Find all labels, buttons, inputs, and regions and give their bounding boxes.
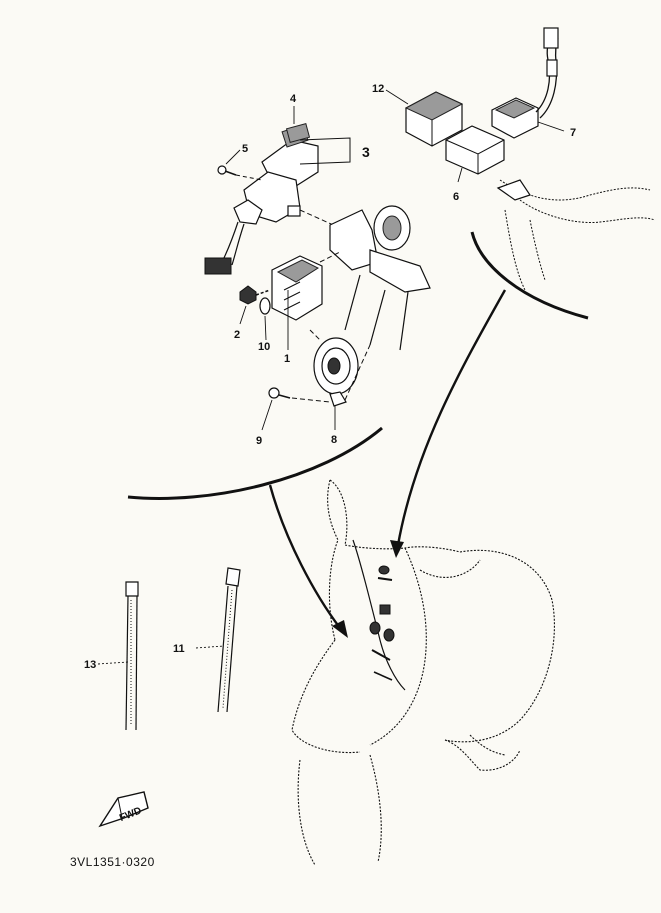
rectifier-regulator <box>271 255 323 321</box>
callout-5: 5 <box>242 143 248 155</box>
callout-1: 1 <box>284 353 290 365</box>
arrow-head-left <box>332 620 348 638</box>
relay-12 <box>404 91 464 147</box>
callout-bracket-3 <box>299 137 351 165</box>
connector-7 <box>491 27 559 139</box>
frame-tab <box>496 179 531 201</box>
callout-8: 8 <box>331 434 337 446</box>
screw-9 <box>268 387 291 399</box>
horn-dashed-mount <box>344 344 371 401</box>
callout-4: 4 <box>290 93 297 105</box>
horn <box>313 337 359 407</box>
callout-leaders <box>97 89 565 665</box>
main-switch-assembly <box>204 124 319 275</box>
cable-strap-13 <box>125 581 139 731</box>
callout-6: 6 <box>453 191 459 203</box>
cover-6 <box>445 125 505 175</box>
frame-outline-top-right <box>499 179 656 291</box>
cable-strap-11 <box>217 567 241 713</box>
callout-3: 3 <box>362 144 370 160</box>
callout-10: 10 <box>258 341 270 353</box>
callout-11: 11 <box>173 643 185 655</box>
leader-5-dashed <box>235 174 263 181</box>
mounting-bracket <box>329 205 431 351</box>
horn-dashed-mount-2 <box>309 329 321 341</box>
screw-5 <box>217 165 237 176</box>
group-bracket-right <box>470 231 589 320</box>
arrow-head-right <box>390 540 404 558</box>
callout-7: 7 <box>570 127 576 139</box>
callout-2: 2 <box>234 329 240 341</box>
callout-13: 13 <box>84 659 96 671</box>
mounted-parts-on-body <box>369 565 395 681</box>
scooter-body-outline <box>291 479 555 866</box>
bolt-2 <box>239 285 271 305</box>
callout-12: 12 <box>372 83 384 95</box>
arrow-to-body-left <box>268 484 341 629</box>
group-bracket-left <box>127 426 383 500</box>
washer-10 <box>259 297 271 315</box>
arrow-to-body-right <box>396 289 507 546</box>
key-cylinder <box>285 123 311 143</box>
drawing-code: 3VL1351·0320 <box>70 855 155 869</box>
rectifier-to-bracket-dashed <box>319 251 341 263</box>
screw-9-dashed <box>291 397 331 403</box>
fwd-direction-mark: FWD <box>98 791 149 828</box>
callout-9: 9 <box>256 435 262 447</box>
body-panel-edge <box>352 539 406 691</box>
